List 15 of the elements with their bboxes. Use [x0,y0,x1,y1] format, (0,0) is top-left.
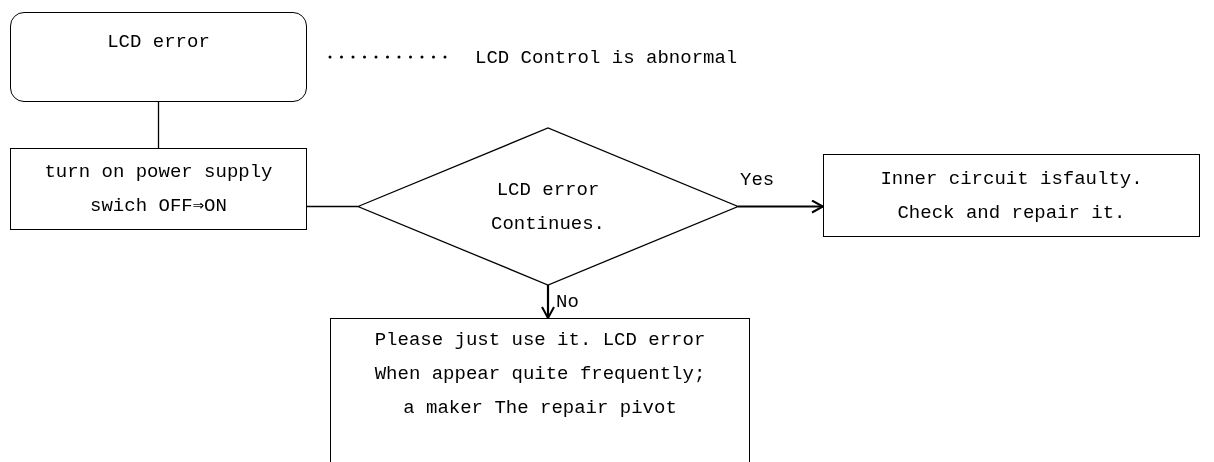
start-box [10,12,307,102]
arrow [541,285,555,319]
arrow [738,199,824,214]
process-box [330,318,750,462]
node-text: LCD error Continues. [490,177,606,237]
decision-diamond [356,127,740,286]
node-text: Inner circuit isfaulty. Check and repair it. [879,166,1144,226]
connector-line [157,101,160,149]
node-text: Please just use it. LCD error When appear quite frequently; a maker The repair pivot [373,328,707,421]
process-box [10,148,307,230]
connector-line [306,205,359,208]
node-text: LCD error [106,30,211,55]
process-box [823,154,1200,237]
note-text: LCD Control is abnormal [475,46,738,71]
node-text: turn on power supply swich OFF⇒ON [43,160,274,219]
